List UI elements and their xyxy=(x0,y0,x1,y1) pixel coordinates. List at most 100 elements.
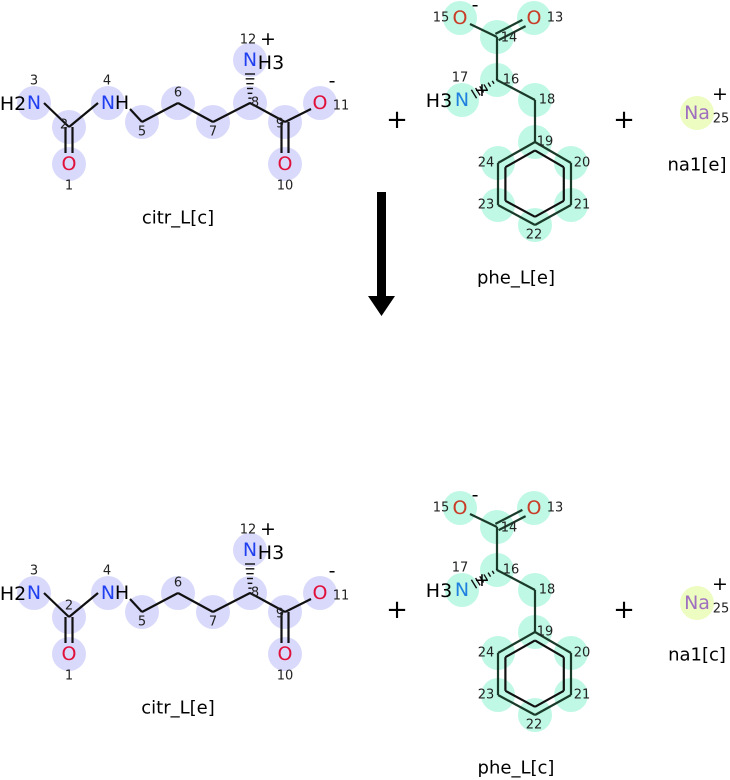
nitrogen-atom-12: N xyxy=(243,539,257,561)
bond-c7-c8 xyxy=(212,592,251,613)
oxygen-atom-15: O xyxy=(453,7,468,29)
atom-number-8: 8 xyxy=(251,586,259,601)
atom-number-23: 23 xyxy=(478,688,495,703)
atom-highlight-1 xyxy=(52,147,86,181)
atom-highlight-15 xyxy=(443,491,477,525)
plus-sign: + xyxy=(613,105,635,135)
atom-number-16: 16 xyxy=(503,563,520,578)
wedge-c16-n17 xyxy=(491,80,495,85)
nitrogen-atom-17: N xyxy=(455,89,469,111)
hydrogen-h3: H3 xyxy=(426,90,452,112)
wedge-c16-n17 xyxy=(474,577,481,586)
atom-number-20: 20 xyxy=(574,156,591,171)
atom-number-9: 9 xyxy=(276,117,284,132)
oxygen-atom-11: O xyxy=(313,92,328,114)
hydrogen-h: H xyxy=(115,582,129,604)
atom-highlight-12 xyxy=(233,43,267,77)
bond-c16-c18 xyxy=(496,569,536,591)
atom-number-1: 1 xyxy=(65,179,73,194)
nitrogen-atom-4: N xyxy=(101,92,115,114)
atom-number-4: 4 xyxy=(103,74,111,89)
plus-sign: + xyxy=(386,105,408,135)
atom-number-19: 19 xyxy=(537,625,554,640)
ring-bond-24-19 xyxy=(497,631,536,654)
atom-highlight-17 xyxy=(445,83,479,117)
bond-c9-o11 xyxy=(284,108,312,123)
wedge-c16-n17 xyxy=(479,575,485,583)
oxygen-atom-1: O xyxy=(62,153,77,175)
atom-number-1: 1 xyxy=(65,669,73,684)
oxygen-atom-1: O xyxy=(62,643,77,665)
bond-c16-c18 xyxy=(496,79,536,101)
atom-highlight-25 xyxy=(680,586,714,620)
bond-o15-c14 xyxy=(469,513,498,528)
charge-plus: + xyxy=(260,518,276,540)
bond-c14-o13 xyxy=(498,515,527,532)
atom-number-11: 11 xyxy=(333,589,350,604)
ring-bond-22-23 xyxy=(497,204,536,226)
wedge-c16-n17 xyxy=(483,574,488,580)
sodium-atom-25: Na xyxy=(684,102,710,124)
bond-c7-c8 xyxy=(212,102,251,123)
atom-highlight-10 xyxy=(268,147,302,181)
atom-number-18: 18 xyxy=(539,583,556,598)
nitrogen-atom-12: N xyxy=(243,49,257,71)
molecule-name-na: na1[c] xyxy=(668,645,726,666)
charge-minus: - xyxy=(472,484,479,506)
wedge-c16-n17 xyxy=(470,579,478,589)
atom-number-22: 22 xyxy=(526,718,543,733)
atom-number-9: 9 xyxy=(276,607,284,622)
atom-number-6: 6 xyxy=(174,86,182,101)
atom-number-13: 13 xyxy=(547,501,564,516)
atom-number-19: 19 xyxy=(537,135,554,150)
bond-o15-c14 xyxy=(469,23,498,38)
wedge-c16-n17 xyxy=(491,570,495,575)
bond-n4-c5 xyxy=(129,598,143,613)
molecule-name-citr: citr_L[c] xyxy=(142,208,214,229)
ring-bond-21-22 xyxy=(534,204,572,226)
atom-number-24: 24 xyxy=(478,646,495,661)
atom-number-2: 2 xyxy=(65,599,73,614)
bond-c6-c7 xyxy=(177,592,214,613)
oxygen-atom-13: O xyxy=(527,7,542,29)
atom-number-12: 12 xyxy=(240,33,257,48)
atom-highlight-11 xyxy=(303,86,337,120)
charge-plus: + xyxy=(712,83,728,105)
atom-number-23: 23 xyxy=(478,198,495,213)
atom-number-21: 21 xyxy=(574,198,591,213)
oxygen-atom-10: O xyxy=(278,153,293,175)
aromatic-inner-bond-21-22 xyxy=(534,199,565,218)
atom-number-5: 5 xyxy=(138,615,146,630)
bond-c5-c6 xyxy=(141,592,179,613)
bond-c2-n4 xyxy=(68,592,99,618)
bond-n3-c2 xyxy=(43,592,70,618)
charge-plus: + xyxy=(712,573,728,595)
oxygen-atom-13: O xyxy=(527,497,542,519)
atom-number-8: 8 xyxy=(251,96,259,111)
wedge-c16-n17 xyxy=(470,89,478,99)
atom-highlight-3 xyxy=(17,576,51,610)
atom-highlight-3 xyxy=(17,86,51,120)
hydrogen-h3: H3 xyxy=(258,542,284,564)
bond-c14-o13 xyxy=(494,508,523,525)
molecule-name-phe: phe_L[c] xyxy=(478,758,555,779)
atom-number-7: 7 xyxy=(209,125,217,140)
atom-number-3: 3 xyxy=(30,74,38,89)
charge-plus: + xyxy=(260,28,276,50)
atom-number-25: 25 xyxy=(713,602,730,617)
atom-number-6: 6 xyxy=(174,576,182,591)
aromatic-inner-bond-19-20 xyxy=(534,149,565,169)
hydrogen-h2: H2 xyxy=(0,93,26,115)
atom-number-3: 3 xyxy=(30,564,38,579)
charge-plus: + xyxy=(474,79,490,101)
atom-number-17: 17 xyxy=(452,71,469,86)
atom-number-17: 17 xyxy=(452,561,469,576)
atom-number-7: 7 xyxy=(209,615,217,630)
charge-plus: + xyxy=(474,569,490,591)
atom-number-20: 20 xyxy=(574,646,591,661)
bond-c6-c7 xyxy=(177,102,214,123)
atom-number-11: 11 xyxy=(333,99,350,114)
atom-number-24: 24 xyxy=(478,156,495,171)
